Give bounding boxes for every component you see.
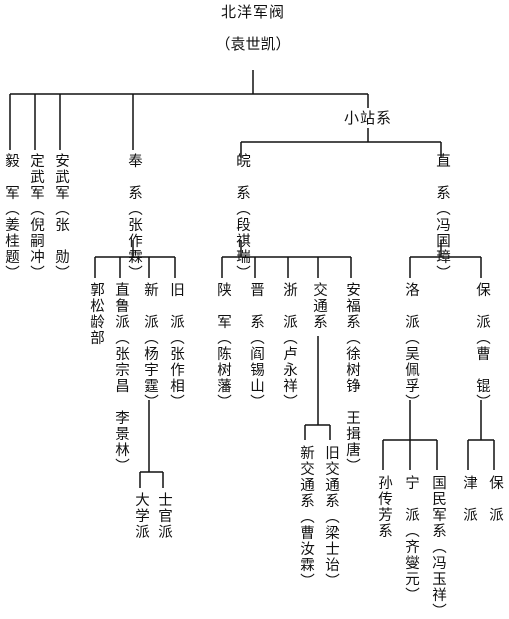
node-anwu: 安武军（张 勋）	[53, 153, 69, 281]
node-anfu: 安福系（徐树铮 王揖唐）	[344, 282, 360, 474]
node-xinfeng: 新 派（杨宇霆）	[142, 282, 158, 410]
node-zhi: 直 系（冯国璋）	[434, 153, 450, 281]
node-feng: 奉 系（张作霖）	[126, 153, 142, 281]
node-daxue: 大学派	[133, 492, 149, 540]
node-baopai: 保 派（曹 锟）	[474, 282, 490, 410]
node-sunchuanfang: 孙传芳系	[376, 475, 392, 539]
node-ningpai: 宁 派（齐燮元）	[403, 475, 419, 603]
node-dingwu: 定武军（倪嗣冲）	[28, 153, 44, 281]
root-subtitle: （袁世凯）	[215, 35, 291, 53]
node-jiujiaotong: 旧交通系（梁士诒）	[323, 445, 339, 589]
connector-lines	[9, 70, 495, 488]
node-luopai: 洛 派（吴佩孚）	[403, 282, 419, 410]
xiaozhan-node: 小站系	[343, 109, 392, 127]
node-xinjiaotong: 新交通系（曹汝霖）	[298, 445, 314, 589]
node-zhepai: 浙 派（卢永祥）	[281, 282, 297, 410]
node-jinpai: 津 派	[461, 475, 477, 523]
node-guominjun: 国民军系（冯玉祥）	[430, 475, 446, 619]
node-wan: 皖 系（段祺瑞）	[234, 153, 250, 281]
node-shiguan: 士官派	[156, 492, 172, 540]
node-jiufeng: 旧 派（张作相）	[168, 282, 184, 410]
node-yijun: 毅 军（姜桂题）	[3, 153, 19, 281]
node-guosongling: 郭松龄部	[88, 282, 104, 346]
node-baopai2: 保 派	[487, 475, 503, 523]
node-shaanjun: 陕 军（陈树藩）	[215, 282, 231, 410]
node-jiaotong: 交通系	[311, 282, 327, 330]
node-zhilu: 直鲁派（张宗昌 李景林）	[113, 282, 129, 474]
faction-tree-diagram: 北洋军阀 （袁世凯） 小站系 毅 军（姜桂题） 定武军（倪嗣冲） 安武军（张 勋…	[3, 3, 503, 619]
node-jinxi: 晋 系（阎锡山）	[248, 282, 264, 410]
root-title: 北洋军阀	[220, 3, 285, 21]
